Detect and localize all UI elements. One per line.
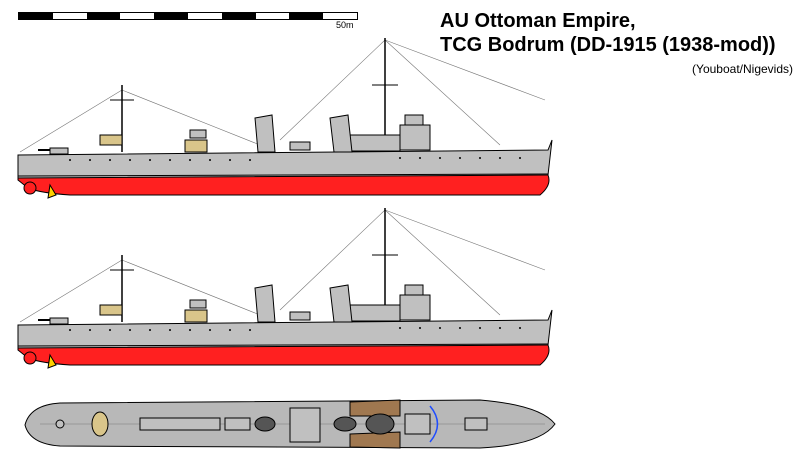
title-line-1: AU Ottoman Empire, (440, 10, 636, 32)
ship-plan-view (24, 399, 556, 449)
credit-text: (Youboat/Nigevids) (692, 62, 793, 76)
scale-bar (18, 12, 358, 20)
scale-label: 50m (336, 20, 354, 30)
title-line-2: TCG Bodrum (DD-1915 (1938-mod)) (440, 34, 776, 56)
ship-profile-1915 (17, 37, 553, 199)
ship-profile-1938-mod (17, 207, 553, 369)
